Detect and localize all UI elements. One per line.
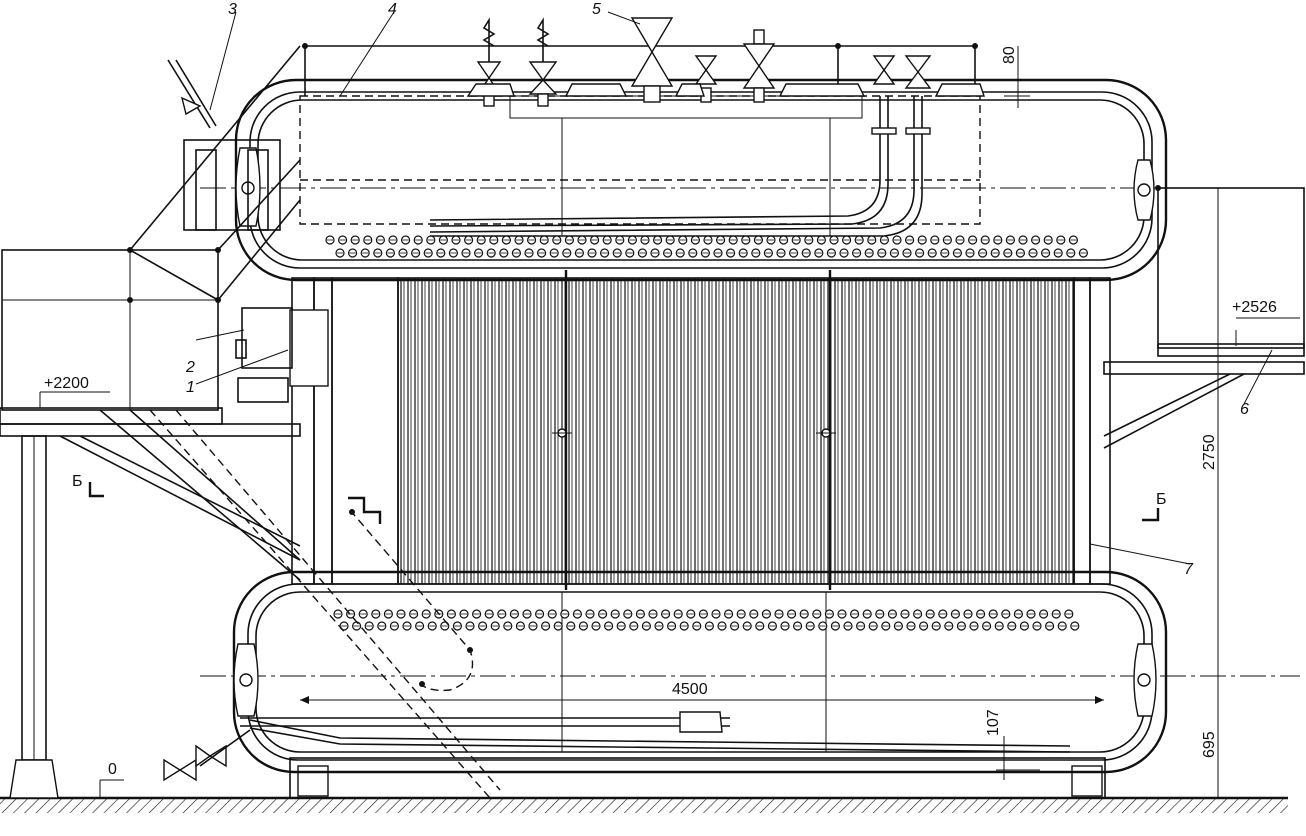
ground (0, 796, 1288, 813)
valve-icon (742, 29, 776, 103)
callout-5: 5 (592, 1, 601, 18)
right-platform (1103, 185, 1305, 449)
dim-bottom: 107 (985, 709, 1002, 736)
level-ground: 0 (108, 761, 117, 778)
inner-pipes (429, 96, 931, 237)
dim-lower: 695 (1201, 731, 1218, 758)
level-left: +2200 (44, 375, 89, 392)
valves-top (466, 17, 985, 107)
main-steam-valve-icon (630, 17, 674, 103)
dim-length: 4500 (672, 681, 708, 698)
callout-7: 7 (1184, 561, 1194, 578)
level-right: +2526 (1232, 299, 1277, 316)
valve-icon (163, 744, 227, 782)
callout-2: 2 (185, 359, 195, 376)
top-steam-line (302, 43, 978, 96)
dim-top: 80 (1001, 46, 1018, 64)
labels: 3 4 5 2 1 6 7 +2200 +2526 0 Б Б 4500 275… (44, 1, 1277, 778)
furnace (331, 277, 399, 585)
dim-spacing: 2750 (1201, 434, 1218, 470)
blowdown-pipe (163, 711, 1071, 782)
foundation (289, 757, 1106, 799)
callout-3: 3 (228, 1, 237, 18)
callout-6: 6 (1240, 401, 1249, 418)
manholes (233, 147, 1157, 717)
section-right: Б (1156, 491, 1167, 508)
tube-bank (397, 270, 1075, 590)
upper-tube-holes (325, 235, 1089, 258)
valve-icon (872, 55, 896, 85)
left-platform (0, 45, 501, 799)
lower-tube-holes (333, 609, 1080, 631)
hinged-door (348, 496, 474, 692)
safety-valve-icon (528, 17, 558, 107)
dimension-lines (39, 11, 1300, 799)
valve-icon (904, 55, 932, 89)
callout-1: 1 (186, 379, 195, 396)
callout-4: 4 (388, 1, 397, 18)
section-left: Б (72, 473, 83, 490)
